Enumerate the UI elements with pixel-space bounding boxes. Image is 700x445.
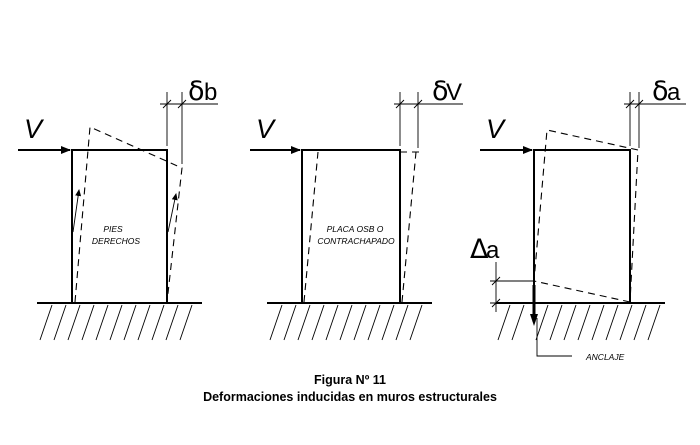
delta-subscript: V — [446, 79, 462, 106]
force-label: V — [486, 114, 507, 144]
dim-tick — [162, 99, 172, 109]
anchor-leader — [536, 318, 572, 357]
panel-note-line2: CONTRACHAPADO — [317, 236, 395, 246]
wall-outline — [301, 149, 401, 303]
studs-note-line1: PIES — [103, 224, 123, 234]
deformed-edge-left — [303, 151, 319, 303]
stud-arrow-left — [72, 189, 82, 233]
panel-sheathing: V δ V PLACA OSB O CONTRACHAPADO — [250, 76, 463, 341]
delta-symbol: δ — [188, 76, 205, 107]
ground-hatch — [497, 304, 661, 341]
dim-tick — [395, 99, 405, 109]
dim-tick — [491, 276, 501, 286]
panel-note-line1: PLACA OSB O — [327, 224, 384, 234]
force-label: V — [24, 114, 45, 144]
uplift-symbol: Δ — [470, 234, 489, 265]
uplift-subscript: a — [486, 237, 500, 264]
ground-hatch — [269, 304, 423, 341]
panel-anchorage: Δ a ANCLAJE V δ a — [470, 76, 686, 362]
force-label: V — [256, 114, 277, 144]
studs-note-line2: DERECHOS — [92, 236, 141, 246]
dim-tick — [177, 99, 187, 109]
deformed-wall — [533, 129, 639, 303]
anchor-head — [530, 314, 538, 326]
panel-racking: V δ b PIES DERECHOS — [18, 76, 218, 341]
delta-subscript: a — [667, 79, 681, 106]
dim-tick — [491, 298, 501, 308]
delta-symbol: δ — [652, 76, 669, 107]
figure-title: Deformaciones inducidas en muros estruct… — [203, 390, 497, 404]
ground-hatch — [39, 304, 193, 341]
wall-outline — [533, 149, 631, 303]
dim-tick — [625, 99, 635, 109]
dim-tick — [413, 99, 423, 109]
delta-subscript: b — [204, 79, 217, 106]
wall-outline — [71, 149, 168, 303]
deformed-wall — [74, 126, 183, 303]
stud-arrow-right — [167, 193, 178, 233]
deformed-edge-right — [401, 151, 417, 303]
anchor-label: ANCLAJE — [585, 352, 625, 362]
dim-tick — [634, 99, 644, 109]
figure-label: Figura Nº 11 — [314, 373, 386, 387]
delta-symbol: δ — [432, 76, 449, 107]
